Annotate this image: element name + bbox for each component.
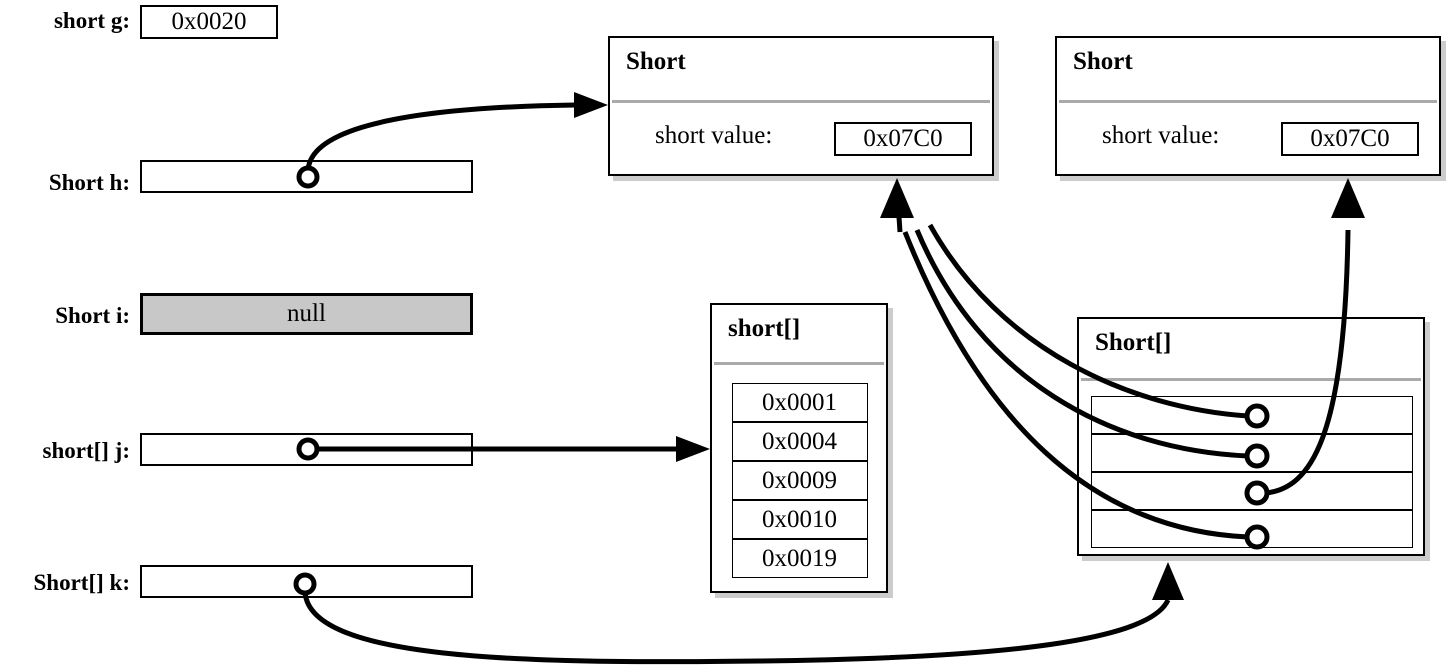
variable-value-g: 0x0020 (171, 8, 247, 35)
arrowhead (1331, 178, 1365, 218)
variable-label-i: Short i: (55, 303, 130, 328)
array-cell (1090, 395, 1413, 434)
arrowhead (1152, 562, 1184, 600)
heap-object-type-short-object-array: Short[] (1095, 329, 1172, 356)
field-value-box-short-2: 0x07C0 (1281, 122, 1419, 156)
variable-slot-i: null (140, 293, 473, 335)
heap-object-short-2: Short short value: 0x07C0 (1055, 36, 1441, 176)
heap-object-short-primitive-array: short[] 0x0001 0x0004 0x0009 0x0010 0x00… (710, 303, 888, 593)
array-cell (1090, 471, 1413, 510)
variable-slot-h (140, 160, 473, 193)
header-separator (612, 100, 990, 103)
array-cell (1090, 509, 1413, 548)
header-separator (1081, 378, 1421, 381)
heap-object-short-object-array: Short[] (1077, 317, 1425, 556)
field-label-short-2: short value: (1102, 122, 1220, 149)
array-cell: 0x0001 (731, 382, 868, 422)
variable-label-g: short g: (53, 8, 130, 33)
variable-value-box-g: 0x0020 (140, 5, 278, 39)
short-array-cells: 0x0001 0x0004 0x0009 0x0010 0x0019 (731, 382, 868, 578)
array-cell: 0x0009 (731, 460, 868, 500)
field-value-short-2: 0x07C0 (1310, 125, 1390, 152)
arrowhead (880, 178, 914, 218)
variable-label-k: Short[] k: (33, 570, 130, 595)
short-object-array-cells (1090, 395, 1413, 548)
array-cell: 0x0010 (731, 499, 868, 539)
heap-object-type-short-2: Short (1073, 48, 1133, 75)
variable-label-h: Short h: (48, 170, 130, 195)
heap-object-short-1: Short short value: 0x07C0 (608, 36, 994, 176)
field-label-short-1: short value: (655, 122, 773, 149)
array-cell (1090, 433, 1413, 472)
pointer-link-shaft-to-short-1 (894, 199, 903, 233)
array-cell: 0x0004 (731, 421, 868, 461)
arrowhead (676, 436, 710, 462)
header-separator (1059, 100, 1437, 103)
header-separator (714, 362, 884, 365)
field-value-short-1: 0x07C0 (863, 125, 943, 152)
pointer-link-k (302, 589, 1171, 665)
arrowhead (574, 92, 608, 118)
variable-value-i: null (287, 300, 326, 327)
variable-slot-j (140, 433, 473, 466)
variable-label-j: short[] j: (42, 438, 131, 463)
variable-slot-k (140, 565, 473, 598)
heap-object-type-short-array: short[] (728, 315, 801, 342)
heap-object-type-short-1: Short (626, 48, 686, 75)
field-value-box-short-1: 0x07C0 (834, 122, 972, 156)
array-cell: 0x0019 (731, 538, 868, 578)
